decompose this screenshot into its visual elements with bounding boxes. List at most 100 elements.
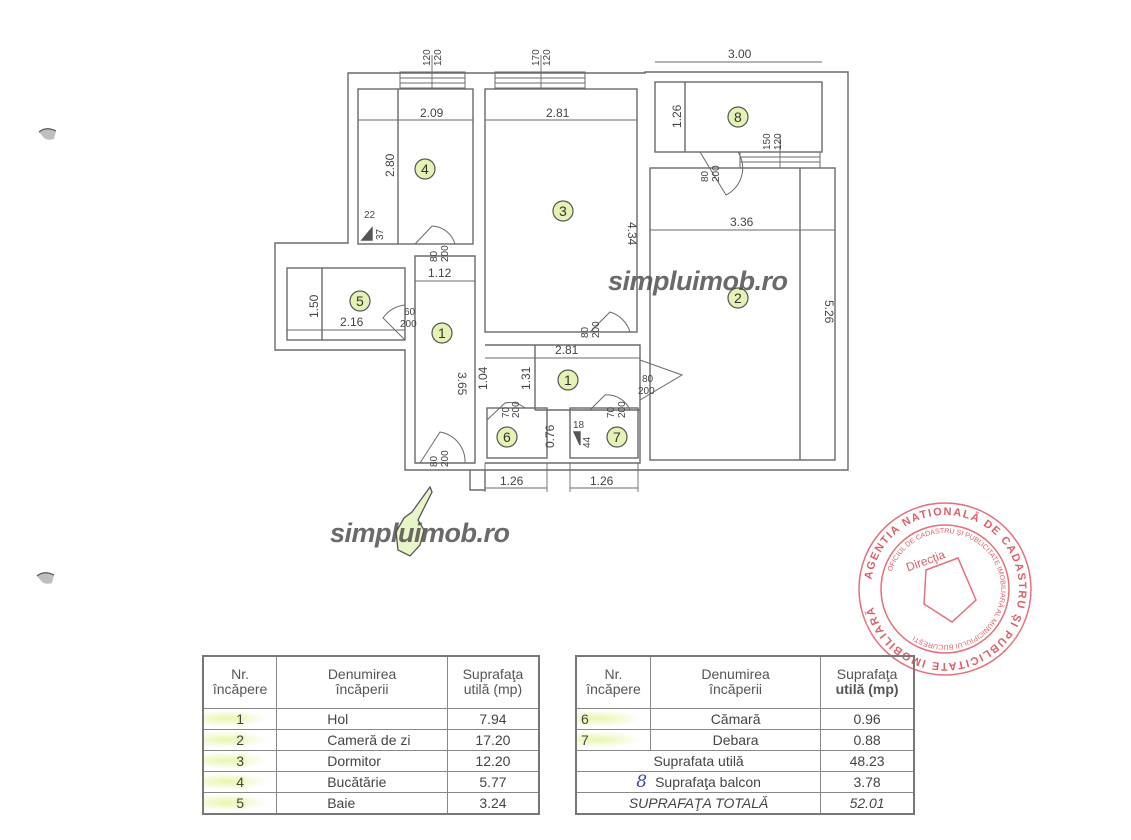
svg-text:120: 120 <box>773 133 784 150</box>
room-badges: 4 3 8 2 5 1 1 6 7 <box>349 106 749 448</box>
svg-text:18: 18 <box>573 420 585 431</box>
door-living <box>639 359 684 401</box>
watermark-top: simpluimob.ro <box>608 266 788 296</box>
svg-text:1.50: 1.50 <box>307 294 321 318</box>
room-badge-4: 4 <box>414 158 436 180</box>
door-room6 <box>486 402 526 421</box>
table-row: 2 Cameră de zi 17.20 <box>202 728 540 751</box>
room-badge-1: 1 <box>431 322 453 344</box>
svg-text:2.09: 2.09 <box>420 106 444 120</box>
svg-text:2.81: 2.81 <box>555 343 579 357</box>
door-kitchen <box>414 225 456 245</box>
svg-text:3.00: 3.00 <box>728 47 752 61</box>
table-row: 1 Hol 7.94 <box>202 707 540 730</box>
room-6-outline <box>486 407 548 459</box>
svg-text:2.81: 2.81 <box>546 106 570 120</box>
svg-text:150: 150 <box>762 133 773 150</box>
svg-text:80: 80 <box>429 250 440 262</box>
svg-text:80: 80 <box>429 455 440 467</box>
svg-text:8: 8 <box>734 109 742 125</box>
svg-text:200: 200 <box>440 450 451 467</box>
room-badge-7: 7 <box>606 426 628 448</box>
door-entrance <box>419 431 466 464</box>
svg-text:44: 44 <box>582 436 593 448</box>
svg-text:80: 80 <box>642 374 654 385</box>
svg-text:OFICIUL DE CADASTRU ȘI PUBLICI: OFICIUL DE CADASTRU ȘI PUBLICITATE IMOBI… <box>887 528 1006 650</box>
svg-text:200: 200 <box>511 401 522 418</box>
svg-text:1.26: 1.26 <box>590 474 614 488</box>
room-7-outline <box>569 407 639 459</box>
svg-text:7: 7 <box>613 429 621 445</box>
door-bedroom <box>589 311 631 333</box>
room-2-outline <box>649 167 836 461</box>
table-row: 6 Cămară 0.96 <box>575 707 915 730</box>
svg-text:2: 2 <box>734 290 742 306</box>
svg-text:2.16: 2.16 <box>340 315 364 329</box>
svg-text:200: 200 <box>591 321 602 338</box>
svg-text:80: 80 <box>700 170 711 182</box>
svg-text:3.36: 3.36 <box>730 215 754 229</box>
svg-text:200: 200 <box>400 319 417 330</box>
punch-hole-bottom <box>36 572 55 584</box>
svg-text:200: 200 <box>440 245 451 262</box>
svg-text:200: 200 <box>638 386 655 397</box>
svg-text:5: 5 <box>356 293 364 309</box>
table-row: 3 Dormitor 12.20 <box>202 749 540 772</box>
table-row: 7 Debara 0.88 <box>575 728 915 751</box>
svg-text:3: 3 <box>559 203 567 219</box>
header-nr: Nr.încăpere <box>575 655 651 709</box>
door-bath <box>382 304 406 341</box>
dimension-labels: 2.09 2.81 3.00 3.36 1.12 2.16 2.81 1.26 … <box>307 47 836 488</box>
svg-text:37: 37 <box>375 228 386 240</box>
svg-text:60: 60 <box>404 307 416 318</box>
watermark-bottom: simpluimob.ro <box>330 518 510 548</box>
room-3-outline <box>484 88 638 333</box>
room-badge-6: 6 <box>496 426 518 448</box>
svg-text:1.12: 1.12 <box>428 266 452 280</box>
room-5-outline <box>286 267 406 341</box>
floor-plan: 2.09 2.81 3.00 3.36 1.12 2.16 2.81 1.26 … <box>274 47 849 557</box>
svg-text:1: 1 <box>438 325 446 341</box>
svg-text:200: 200 <box>617 401 628 418</box>
svg-text:80: 80 <box>580 326 591 338</box>
svg-text:70: 70 <box>606 406 617 418</box>
room-badge-5: 5 <box>349 290 371 312</box>
svg-text:120: 120 <box>433 49 444 66</box>
svg-text:70: 70 <box>501 406 512 418</box>
pointing-hand-icon <box>395 485 433 557</box>
svg-text:1.04: 1.04 <box>476 366 490 390</box>
svg-text:1.31: 1.31 <box>519 366 533 390</box>
svg-text:3.65: 3.65 <box>455 372 469 396</box>
room-badge-8: 8 <box>727 106 749 128</box>
svg-text:4.34: 4.34 <box>625 222 639 246</box>
door-balcony <box>699 151 744 196</box>
svg-text:1.26: 1.26 <box>670 104 684 128</box>
svg-text:200: 200 <box>711 165 722 182</box>
opening-labels: 120 120 170 120 150 120 80 200 60 200 80… <box>364 49 784 467</box>
svg-text:1.26: 1.26 <box>500 474 524 488</box>
usable-area-row: Suprafata utilă 48.23 <box>575 749 915 772</box>
svg-text:2.80: 2.80 <box>383 153 397 177</box>
svg-text:4: 4 <box>421 161 429 177</box>
total-area-row: SUPRAFAŢA TOTALĂ 52.01 <box>575 791 915 814</box>
table-row: 4 Bucătărie 5.77 <box>202 770 540 793</box>
svg-text:120: 120 <box>542 49 553 66</box>
room-badge-2: 2 <box>727 287 749 309</box>
table-row: 5 Baie 3.24 <box>202 791 540 814</box>
header-nr: Nr.încăpere <box>202 655 278 709</box>
svg-text:6: 6 <box>503 429 511 445</box>
svg-text:1: 1 <box>564 372 572 388</box>
room-badge-1b: 1 <box>557 369 579 391</box>
svg-text:170: 170 <box>531 49 542 66</box>
room-badge-3: 3 <box>552 200 574 222</box>
handwritten-mark: 8 <box>636 771 648 792</box>
svg-text:120: 120 <box>422 49 433 66</box>
svg-text:0.76: 0.76 <box>543 424 557 448</box>
